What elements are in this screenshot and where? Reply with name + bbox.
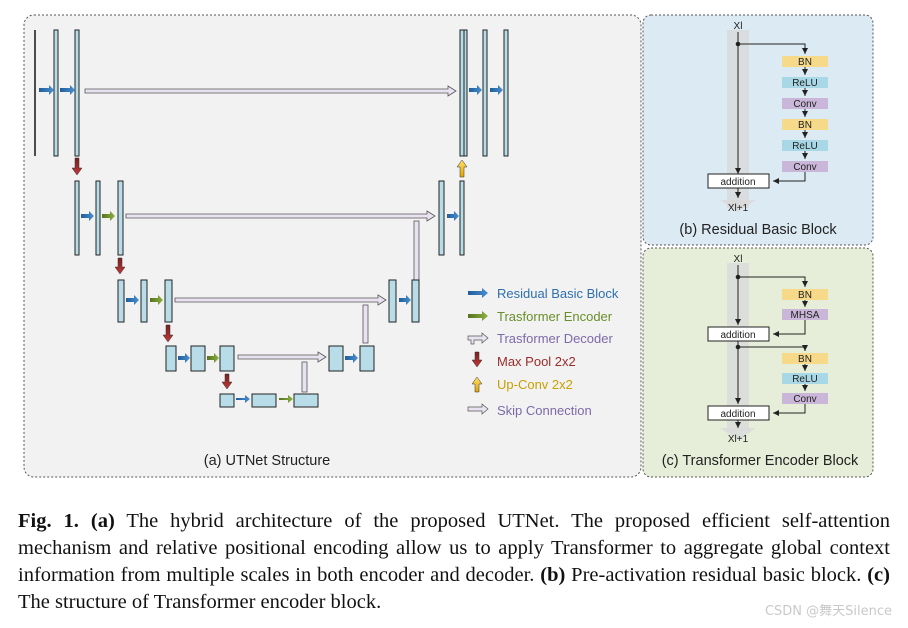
caption-fig-label: Fig. 1. — [18, 510, 79, 532]
c-layer-label-mhsa: MHSA — [791, 310, 820, 321]
c-layer-label-relu: ReLU — [792, 374, 818, 385]
residual-basic-block — [707, 30, 828, 212]
caption-b-marker: (b) — [540, 564, 566, 586]
b-layer-label-2: ReLU — [792, 78, 818, 89]
b-layer-label-3: Conv — [793, 99, 816, 110]
b-relu-1 — [782, 77, 828, 88]
b-layer-label-1: BN — [798, 57, 812, 68]
caption-c-text: The structure of Transformer encoder blo… — [18, 591, 382, 613]
legend-label-decoder: Trasformer Decoder — [497, 331, 613, 346]
b-relu-2 — [782, 140, 828, 151]
figure-caption: Fig. 1. (a) The hybrid architecture of t… — [18, 508, 890, 616]
b-addition-label: addition — [720, 177, 755, 188]
c-layer-label-bn2: BN — [798, 354, 812, 365]
legend-residual-icon — [468, 288, 488, 298]
caption-a-text: The hybrid architecture of the proposed … — [18, 510, 891, 586]
c-output-label: Xl+1 — [728, 434, 749, 445]
transformer-encoder-block — [707, 263, 828, 440]
legend-label-skip: Skip Connection — [497, 403, 592, 418]
c-layer-label-conv: Conv — [793, 394, 816, 405]
c-bn-2 — [782, 353, 828, 364]
caption-b-text: Pre-activation residual basic block. — [565, 564, 868, 586]
c-conv — [782, 393, 828, 404]
panel-c-box — [642, 247, 874, 478]
c-addition-label-2: addition — [720, 409, 755, 420]
legend-decoder-icon — [467, 332, 489, 345]
b-bn-1 — [782, 56, 828, 67]
legend-label-upconv: Up-Conv 2x2 — [497, 377, 573, 392]
c-input-label: Xl — [734, 254, 743, 265]
caption-c-marker: (c) — [867, 564, 890, 586]
panel-b-title: (b) Residual Basic Block — [679, 222, 837, 238]
legend-upconv-icon — [471, 376, 483, 393]
c-layer-label-bn1: BN — [798, 290, 812, 301]
legend — [467, 288, 489, 415]
b-output-label: Xl+1 — [728, 203, 749, 214]
legend-label-encoder: Trasformer Encoder — [497, 309, 613, 324]
panel-b-box — [642, 14, 874, 246]
c-relu — [782, 373, 828, 384]
b-layer-label-6: Conv — [793, 162, 816, 173]
c-mhsa — [782, 309, 828, 320]
b-conv-1 — [782, 98, 828, 109]
legend-maxpool-icon — [471, 351, 483, 368]
c-addition-label-1: addition — [720, 330, 755, 341]
legend-label-maxpool: Max Pool 2x2 — [497, 354, 576, 369]
caption-a-marker: (a) — [90, 510, 115, 532]
panel-c-title: (c) Transformer Encoder Block — [662, 453, 859, 469]
utnet-structure — [34, 29, 509, 408]
legend-encoder-icon — [468, 311, 488, 321]
c-bn-1 — [782, 289, 828, 300]
panel-a-title: (a) UTNet Structure — [204, 453, 331, 469]
b-input-label: Xl — [734, 21, 743, 32]
legend-label-residual: Residual Basic Block — [497, 286, 619, 301]
b-layer-label-5: ReLU — [792, 141, 818, 152]
b-bn-2 — [782, 119, 828, 130]
legend-skip-icon — [467, 403, 489, 415]
b-conv-2 — [782, 161, 828, 172]
watermark: CSDN @舞天Silence — [764, 604, 892, 619]
b-layer-label-4: BN — [798, 120, 812, 131]
